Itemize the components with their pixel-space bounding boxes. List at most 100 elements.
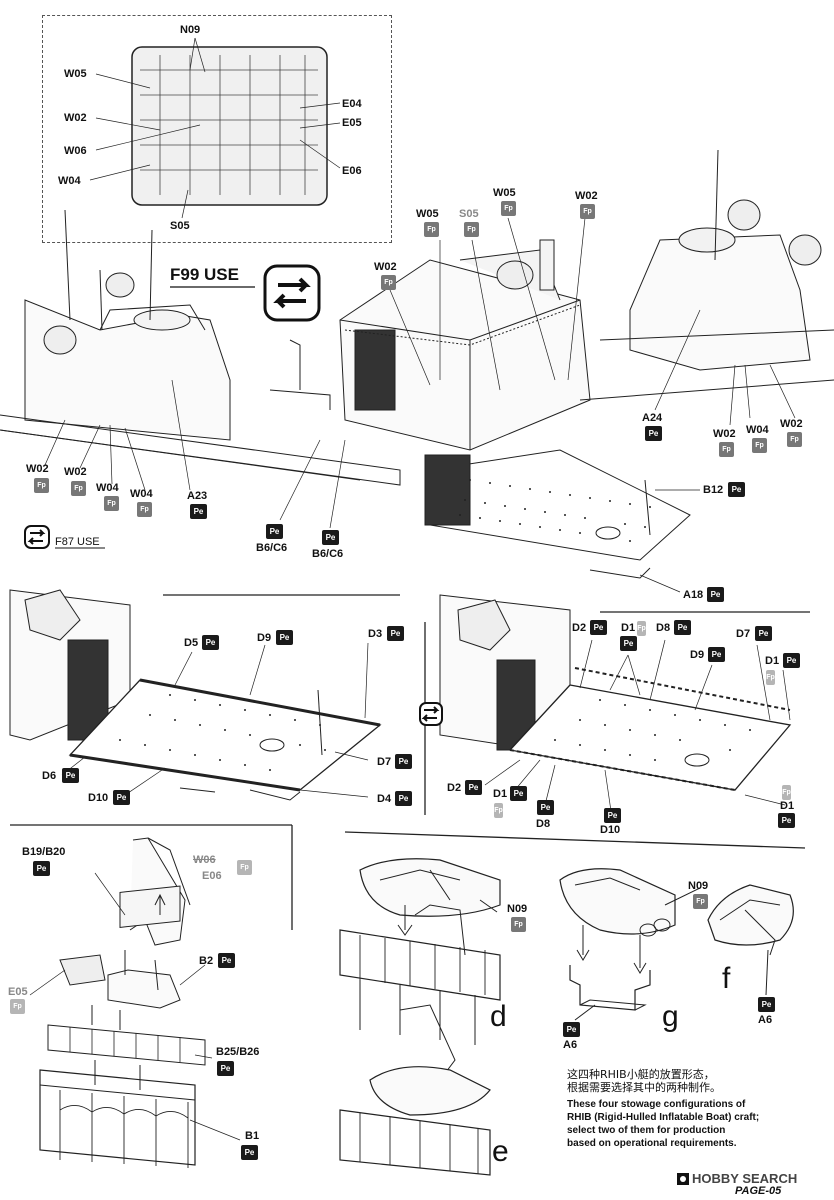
pe-badge: Pe xyxy=(563,1022,580,1037)
label-w02-left-2: W02 xyxy=(64,466,87,478)
label-r-d10: D10 xyxy=(600,824,621,836)
label-n09-d: N09 xyxy=(507,903,528,915)
fp-badge: Fp xyxy=(381,275,396,290)
label-d3: D3 xyxy=(368,628,383,640)
fp-badge: Fp xyxy=(464,222,479,237)
pe-badge: Pe xyxy=(322,530,339,545)
step-letter-d: d xyxy=(490,1000,507,1033)
fp-badge: Fp xyxy=(104,496,119,511)
pe-badge: Pe xyxy=(590,620,607,635)
label-a6-g: A6 xyxy=(563,1039,578,1051)
label-r-d1b: D1 xyxy=(765,655,780,667)
label-e05-gray: E05 xyxy=(8,986,28,998)
fp-badge: Fp xyxy=(237,860,252,875)
label-w05-top-b: W05 xyxy=(493,187,516,199)
label-e05: E05 xyxy=(342,117,362,129)
swap-icon-large xyxy=(263,264,321,322)
fp-badge: Fp xyxy=(693,894,708,909)
pe-badge: Pe xyxy=(465,780,482,795)
pe-badge: Pe xyxy=(510,786,527,801)
fp-badge: Fp xyxy=(511,917,526,932)
pe-badge: Pe xyxy=(707,587,724,602)
label-r-d1c: D1 xyxy=(493,788,508,800)
label-w02-right-2: W02 xyxy=(780,418,803,430)
fp-badge: Fp xyxy=(719,442,734,457)
pe-badge: Pe xyxy=(395,791,412,806)
label-w02-top-a: W02 xyxy=(374,261,397,273)
fp-badge: Fp xyxy=(137,502,152,517)
label-r-d1: D1 xyxy=(621,622,636,634)
label-e06-gray: E06 xyxy=(202,870,222,882)
label-d6: D6 xyxy=(42,770,57,782)
note-en-line-1: These four stowage configurations of xyxy=(567,1099,746,1110)
pe-badge: Pe xyxy=(62,768,79,783)
label-e06: E06 xyxy=(342,165,362,177)
label-w05-top: W05 xyxy=(416,208,439,220)
label-w04-right: W04 xyxy=(746,424,769,436)
label-b25b26: B25/B26 xyxy=(216,1046,260,1058)
fp-badge: Fp xyxy=(637,621,646,636)
pe-badge: Pe xyxy=(674,620,691,635)
label-a24: A24 xyxy=(642,412,663,424)
label-s05-top: S05 xyxy=(459,208,479,220)
step-letter-g: g xyxy=(662,1000,679,1033)
fp-badge: Fp xyxy=(766,670,775,685)
label-n09: N09 xyxy=(180,24,201,36)
label-a6-f: A6 xyxy=(758,1014,773,1026)
fp-badge: Fp xyxy=(424,222,439,237)
fp-badge: Fp xyxy=(752,438,767,453)
note-en-line-4: based on operational requirements. xyxy=(567,1138,737,1149)
label-d7: D7 xyxy=(377,756,392,768)
pe-badge: Pe xyxy=(387,626,404,641)
note-en-line-2: RHIB (Rigid-Hulled Inflatable Boat) craf… xyxy=(567,1112,760,1123)
pe-fret-sheet xyxy=(131,46,328,206)
pe-badge: Pe xyxy=(728,482,745,497)
label-d5: D5 xyxy=(184,637,199,649)
f99-use-label: F99 USE xyxy=(170,265,239,284)
label-w02: W02 xyxy=(64,112,87,124)
label-n09-g: N09 xyxy=(688,880,709,892)
pe-badge: Pe xyxy=(266,524,283,539)
label-b19b20: B19/B20 xyxy=(22,846,66,858)
label-w04-left-1: W04 xyxy=(96,482,119,494)
fp-badge: Fp xyxy=(501,201,516,216)
label-r-d7: D7 xyxy=(736,628,751,640)
label-d9: D9 xyxy=(257,632,272,644)
fp-badge: Fp xyxy=(71,481,86,496)
label-d4: D4 xyxy=(377,793,392,805)
fp-badge: Fp xyxy=(494,803,503,818)
fp-badge: Fp xyxy=(34,478,49,493)
fp-badge: Fp xyxy=(782,785,791,800)
pe-badge: Pe xyxy=(190,504,207,519)
label-r-d8b: D8 xyxy=(536,818,551,830)
note-en-line-3: select two of them for production xyxy=(567,1125,726,1136)
f87-use-label: F87 USE xyxy=(55,536,100,548)
pe-badge: Pe xyxy=(758,997,775,1012)
label-b2: B2 xyxy=(199,955,214,967)
pe-badge: Pe xyxy=(645,426,662,441)
step-letter-e: e xyxy=(492,1135,509,1168)
label-b12: B12 xyxy=(703,484,724,496)
pe-badge: Pe xyxy=(33,861,50,876)
label-w06: W06 xyxy=(64,145,87,157)
pe-badge: Pe xyxy=(537,800,554,815)
pe-badge: Pe xyxy=(218,953,235,968)
page-number: PAGE-05 xyxy=(735,1185,782,1197)
brand-watermark: HOBBY SEARCH xyxy=(692,1171,798,1186)
label-w06-gray: W06 xyxy=(193,854,216,866)
fp-badge: Fp xyxy=(580,204,595,219)
hobby-search-logo-icon xyxy=(677,1173,689,1185)
pe-badge: Pe xyxy=(113,790,130,805)
label-e04: E04 xyxy=(342,98,362,110)
swap-icon-small-f87 xyxy=(24,525,50,549)
fp-badge: Fp xyxy=(10,999,25,1014)
pe-badge: Pe xyxy=(604,808,621,823)
pe-badge: Pe xyxy=(755,626,772,641)
step-letter-f: f xyxy=(722,962,731,995)
fp-badge: Fp xyxy=(787,432,802,447)
pe-badge: Pe xyxy=(276,630,293,645)
pe-badge: Pe xyxy=(620,636,637,651)
pe-badge: Pe xyxy=(202,635,219,650)
label-r-d1d: D1 xyxy=(780,800,795,812)
label-d10: D10 xyxy=(88,792,109,804)
